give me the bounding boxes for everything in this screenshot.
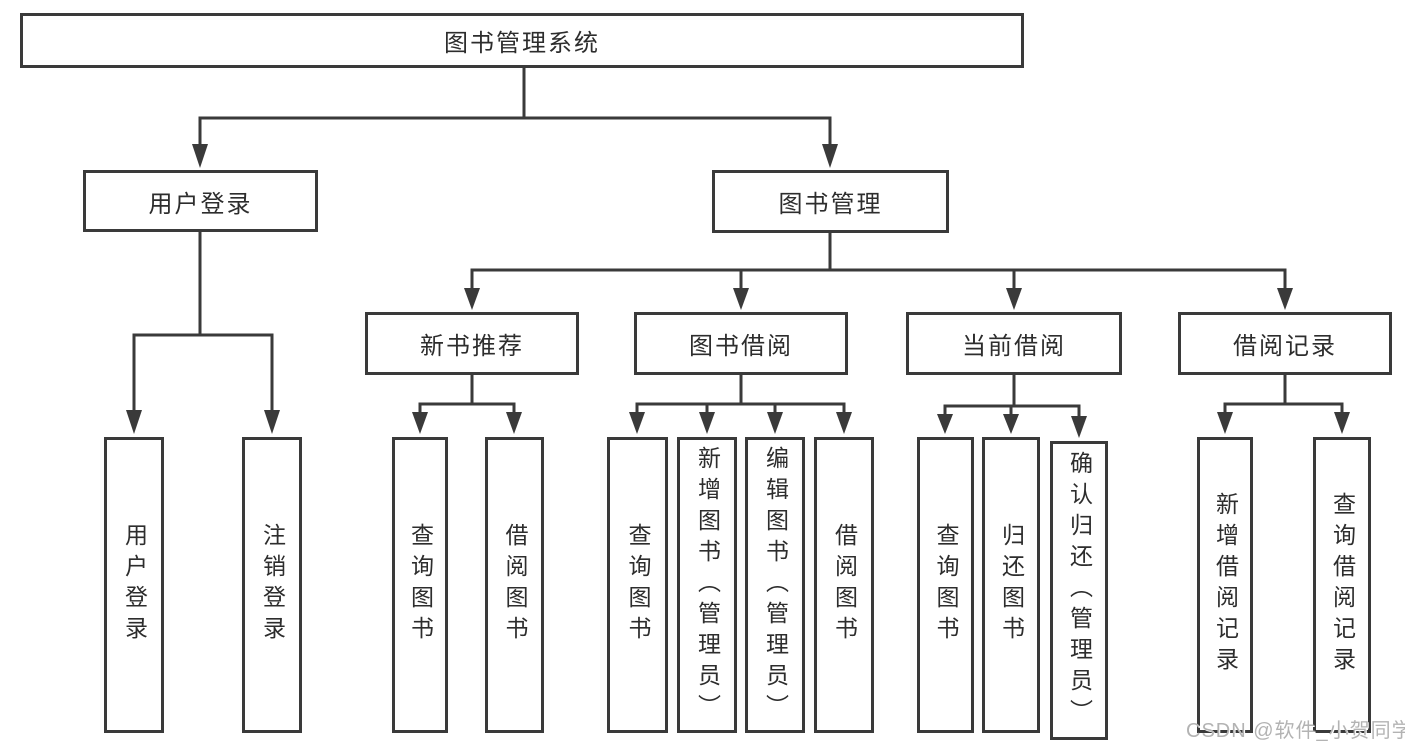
leaf-bb-edit-books-admin: 编辑图书（管理员） (745, 437, 805, 733)
leaf-bb-borrow-books: 借阅图书 (814, 437, 874, 733)
node-book-mgmt: 图书管理 (712, 170, 949, 233)
leaf-nbr-borrow-books: 借阅图书 (485, 437, 544, 733)
leaf-br-query-record: 查询借阅记录 (1313, 437, 1371, 733)
node-root: 图书管理系统 (20, 13, 1024, 68)
leaf-nbr-query-books: 查询图书 (392, 437, 448, 733)
node-user-login: 用户登录 (83, 170, 318, 232)
leaf-bb-query-books: 查询图书 (607, 437, 668, 733)
node-new-book-rec: 新书推荐 (365, 312, 579, 375)
node-borrow-record: 借阅记录 (1178, 312, 1392, 375)
leaf-user-login: 用户登录 (104, 437, 164, 733)
leaf-cb-confirm-return-admin: 确认归还（管理员） (1050, 441, 1108, 740)
watermark: CSDN @软件_小贺同学 (1186, 720, 1405, 742)
leaf-bb-add-books-admin: 新增图书（管理员） (677, 437, 737, 733)
leaf-cb-query-books: 查询图书 (917, 437, 974, 733)
leaf-logout: 注销登录 (242, 437, 302, 733)
node-current-borrow: 当前借阅 (906, 312, 1122, 375)
leaf-cb-return-books: 归还图书 (982, 437, 1040, 733)
node-book-borrow: 图书借阅 (634, 312, 848, 375)
leaf-br-add-record: 新增借阅记录 (1197, 437, 1253, 733)
